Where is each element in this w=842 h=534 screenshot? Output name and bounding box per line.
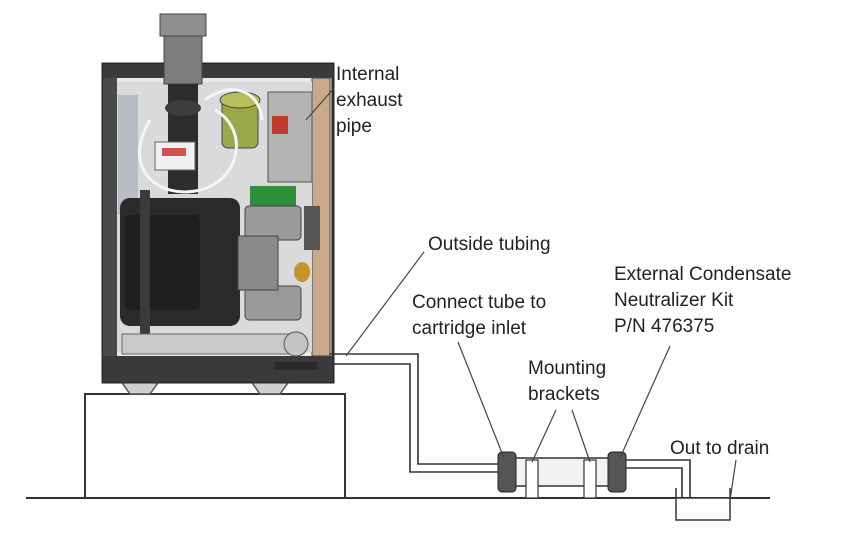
gas-valve-label: [162, 148, 186, 156]
upper-pump: [244, 205, 302, 241]
neutralizer-cartridge: [497, 451, 627, 499]
floor-drain: [675, 488, 731, 521]
leader-bracket-right: [571, 409, 591, 463]
leader-connect-tube: [457, 341, 505, 459]
control-box: [267, 91, 313, 183]
red-indicator: [272, 116, 288, 134]
flue-pipe: [163, 35, 203, 85]
leader-outside-tubing: [345, 251, 425, 357]
mounting-bracket-left: [525, 459, 539, 499]
leader-neutralizer: [619, 345, 671, 459]
outside-tubing: [330, 353, 500, 473]
label-connect-tube: Connect tube to cartridge inlet: [412, 292, 551, 339]
mounting-bracket-right: [583, 459, 597, 499]
outlet-fitting: [607, 451, 627, 493]
label-internal-exhaust: Internal exhaust pipe: [336, 64, 408, 137]
leader-drain: [729, 459, 737, 501]
boiler-unit: [101, 13, 335, 384]
cabinet-left-rail: [103, 78, 117, 356]
cabinet-top-frame: [103, 64, 333, 78]
vent-grille: [275, 362, 317, 370]
left-side-panel: [118, 95, 138, 215]
flue-collar: [159, 13, 207, 37]
condensate-trap: [283, 331, 309, 357]
lower-pump: [244, 285, 302, 321]
label-outside-tubing: Outside tubing: [428, 234, 551, 255]
leader-exhaust: [305, 87, 335, 121]
pcb-green: [250, 186, 296, 208]
vertical-pipe: [140, 190, 150, 340]
leader-bracket-left: [531, 409, 557, 463]
bottom-tray: [121, 333, 303, 355]
wire-harness: [138, 108, 238, 194]
manifold: [237, 235, 279, 291]
relief-valve: [294, 262, 310, 282]
label-neutralizer-kit: External Condensate Neutralizer Kit P/N …: [614, 264, 797, 337]
inlet-fitting: [497, 451, 517, 493]
right-bracket: [304, 206, 320, 250]
boiler-stand: [84, 393, 346, 499]
leader-lines: [305, 87, 737, 501]
exhaust-pipe-joint: [165, 100, 201, 116]
heat-exchanger-front: [125, 215, 200, 310]
label-mounting-brackets: Mounting brackets: [528, 358, 611, 405]
wire-harness-2: [204, 88, 264, 121]
label-out-to-drain: Out to drain: [670, 438, 769, 459]
